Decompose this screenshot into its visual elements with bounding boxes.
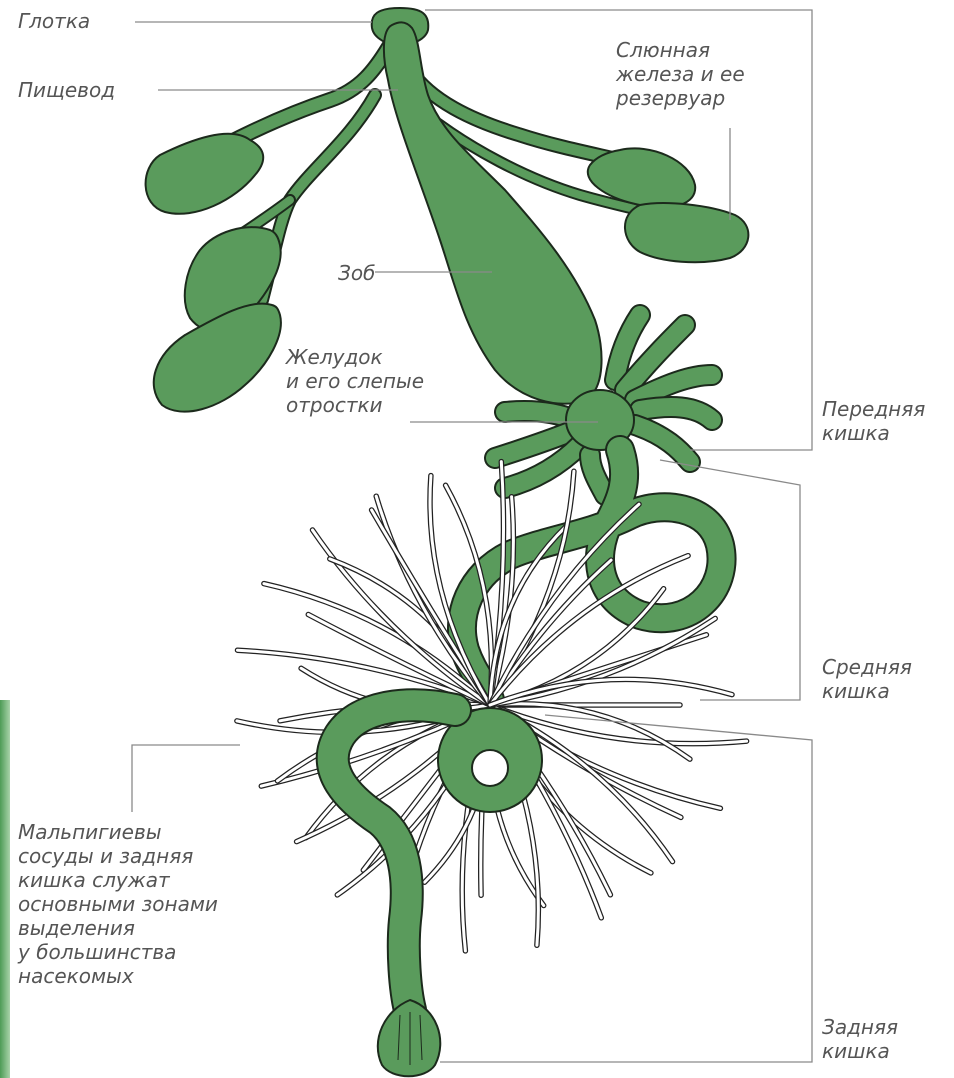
malpighian-tubules (237, 462, 747, 951)
label-foregut-line-2: кишка (822, 421, 925, 445)
label-salivary-line-2: железа и ее (616, 62, 745, 86)
label-excretion-line-7: насекомых (18, 964, 218, 988)
label-esophagus: Пищевод (18, 78, 115, 102)
label-excretion-note: Мальпигиевы сосуды и задняя кишка служат… (18, 820, 218, 988)
label-excretion-line-2: сосуды и задняя (18, 844, 218, 868)
label-excretion-line-5: выделения (18, 916, 218, 940)
label-midgut: Средняя кишка (822, 655, 912, 703)
label-midgut-line-1: Средняя (822, 655, 912, 679)
label-salivary-line-3: резервуар (616, 86, 745, 110)
label-excretion-line-4: основными зонами (18, 892, 218, 916)
edge-accent-bar (0, 700, 10, 1078)
label-stomach-line-3: отростки (286, 393, 424, 417)
label-midgut-line-2: кишка (822, 679, 912, 703)
label-stomach-line-1: Желудок (286, 345, 424, 369)
label-salivary-line-1: Слюнная (616, 38, 745, 62)
label-hindgut-line-1: Задняя (822, 1015, 898, 1039)
label-excretion-line-3: кишка служат (18, 868, 218, 892)
label-foregut-line-1: Передняя (822, 397, 925, 421)
label-hindgut-line-2: кишка (822, 1039, 898, 1063)
hindgut (333, 705, 542, 1076)
label-hindgut: Задняя кишка (822, 1015, 898, 1063)
label-pharynx: Глотка (18, 9, 90, 33)
label-foregut: Передняя кишка (822, 397, 925, 445)
salivary-reservoir-left (146, 134, 264, 214)
label-stomach-line-2: и его слепые (286, 369, 424, 393)
label-excretion-line-6: у большинства (18, 940, 218, 964)
label-stomach: Желудок и его слепые отростки (286, 345, 424, 417)
label-excretion-line-1: Мальпигиевы (18, 820, 218, 844)
label-salivary: Слюнная железа и ее резервуар (616, 38, 745, 110)
label-crop: Зоб (338, 261, 375, 285)
rectum-shape (378, 1000, 440, 1076)
